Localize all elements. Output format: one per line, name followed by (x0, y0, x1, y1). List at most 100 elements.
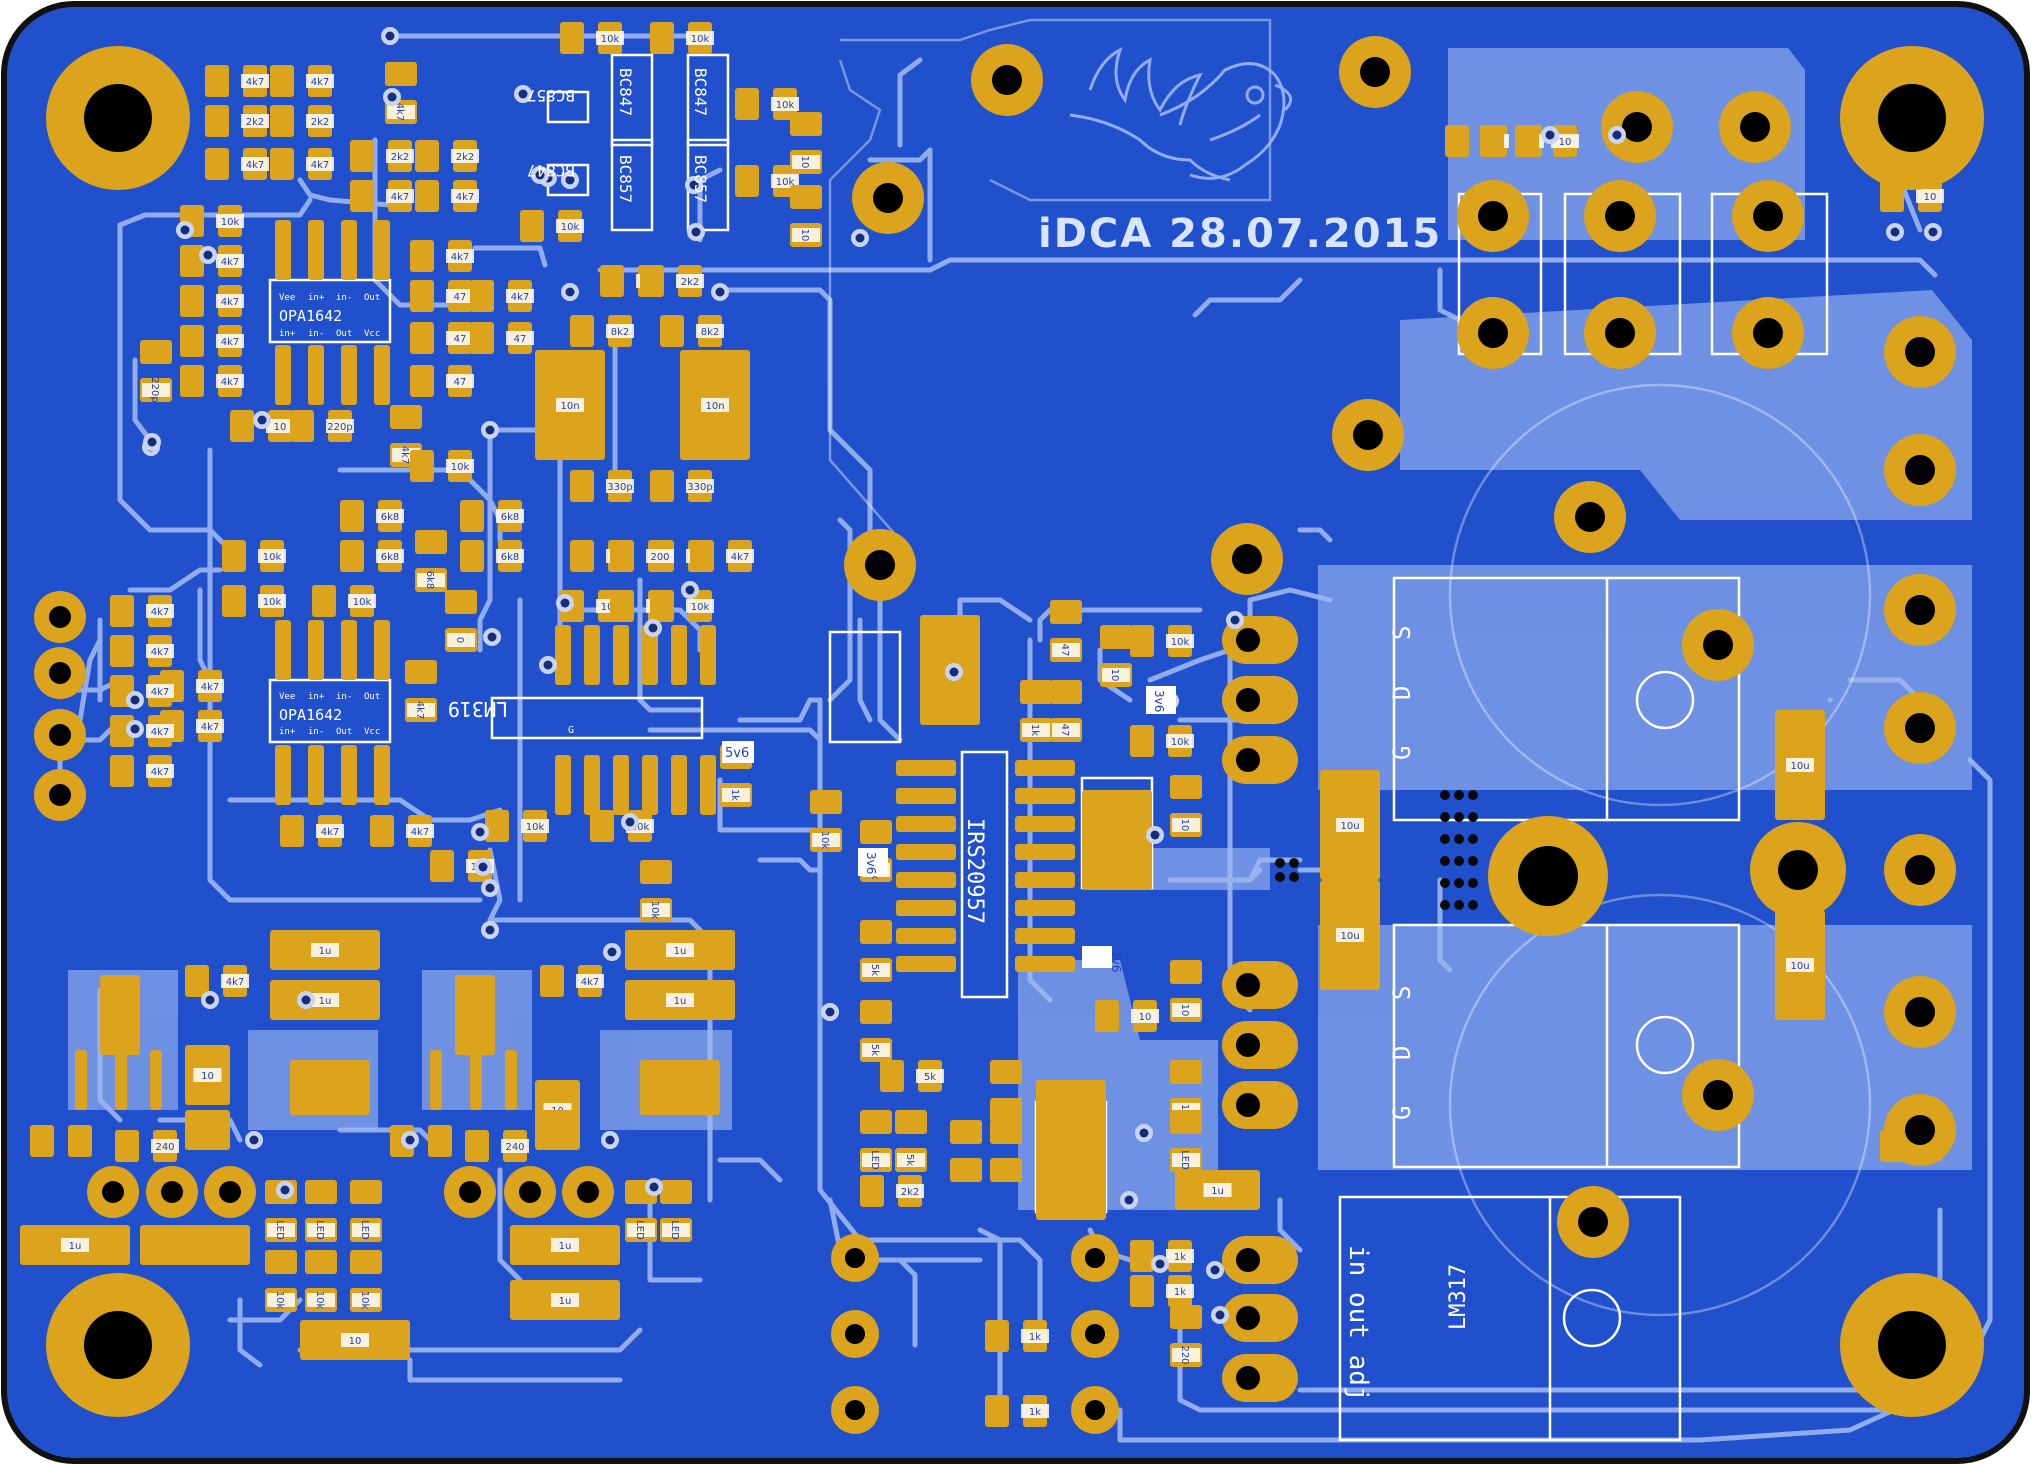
pad-body (465, 1130, 489, 1162)
pad-label-bg (258, 549, 286, 563)
special-part-labels: 5v6 3v6 3v6 3v6 (722, 686, 1176, 972)
smd-pad-157: 10k (1166, 725, 1194, 757)
opamp2-pin-inn2: in- (308, 727, 324, 737)
th-drill (577, 1181, 599, 1203)
smd-pad-45: 4k7 (216, 365, 244, 397)
pad-label-bg (216, 254, 244, 268)
smd-pad-44 (180, 365, 204, 397)
pad-label: 220p (149, 377, 160, 402)
smd-pad-295 (896, 760, 956, 776)
smd-pad-63: 47 (506, 322, 534, 354)
trace-5 (372, 137, 473, 308)
smd-pad-174 (990, 1120, 1022, 1144)
th-pad-47 (444, 1166, 496, 1218)
smd-pad-222 (350, 1180, 382, 1204)
trace-6 (472, 245, 548, 268)
pad-body (185, 1110, 230, 1150)
smd-pad-277 (308, 620, 324, 680)
pad-body (374, 220, 390, 280)
th-pad-53 (1071, 1234, 1119, 1282)
mosfet1-pin-d: D (1388, 686, 1416, 700)
pad-label: 240 (505, 1142, 524, 1153)
th-pad-17 (1884, 692, 1956, 764)
th-oval-31 (1222, 616, 1298, 664)
via-hole-14 (487, 632, 497, 642)
smd-pad-23: 10k (596, 22, 624, 54)
pad-body (374, 345, 390, 405)
pad-body (1020, 680, 1052, 704)
pad-label-bg (722, 788, 750, 802)
th-pad-6 (1601, 91, 1673, 163)
pad-label-bg (61, 1238, 89, 1252)
th-drill (1360, 57, 1390, 87)
pad-body (535, 1110, 580, 1150)
smd-pad-39: 4k7 (216, 245, 244, 277)
smd-pad-168 (895, 1110, 927, 1134)
smd-pad-175 (990, 1158, 1022, 1182)
smd-pad-259 (75, 1050, 87, 1110)
smd-pad-5: 4k7 (241, 148, 269, 180)
pad-label: 2k2 (246, 117, 265, 128)
pad-label: 4k7 (311, 160, 330, 171)
smd-pad-229: 10k (265, 1288, 297, 1312)
th-drill (84, 1311, 152, 1379)
th-pad-23 (1682, 609, 1754, 681)
pad-label-bg (307, 1293, 335, 1307)
smd-pad-268 (275, 345, 291, 405)
via-hole-23 (478, 862, 488, 872)
via-cluster-2-1 (1454, 834, 1464, 844)
smd-pad-290 (642, 755, 658, 815)
trace-72 (1437, 267, 1463, 323)
pad-label-bg (1102, 668, 1130, 682)
pad-label-bg (142, 383, 170, 397)
pad-body (110, 755, 134, 787)
th-pad-18 (1884, 834, 1956, 906)
via-hole-32 (649, 1182, 659, 1192)
via-hole-16 (648, 623, 658, 633)
smd-pad-32 (790, 185, 822, 209)
th-drill (219, 1181, 241, 1203)
smd-pad-149: 10 (1100, 663, 1132, 687)
pad-label: 10k (1171, 637, 1190, 648)
pad-label-bg (306, 74, 334, 88)
pad-label-bg (241, 74, 269, 88)
smd-pad-171: 2k2 (896, 1175, 924, 1207)
pad-label-bg (771, 174, 799, 188)
smd-pad-293 (700, 625, 716, 685)
pad-body (290, 1060, 370, 1115)
pad-body (610, 540, 634, 572)
pour-bar (1140, 848, 1270, 890)
via-cluster-5-2 (1468, 900, 1478, 910)
pad-label: 10 (1179, 1004, 1190, 1017)
via-hole-26 (607, 947, 617, 957)
pad-label: 10k (274, 1291, 285, 1310)
via-hole-10 (535, 170, 545, 180)
pad-body (205, 148, 229, 180)
pad-label-bg (151, 1139, 179, 1153)
smd-pad-148 (1100, 625, 1132, 649)
smd-pad-297 (896, 788, 956, 804)
pad-label-bg (606, 324, 634, 338)
trace-69 (1437, 877, 1453, 973)
smd-pad-242: 1u (510, 1225, 620, 1265)
pad-label-bg (1172, 1348, 1200, 1362)
smd-pad-98 (222, 540, 246, 572)
smd-pad-308 (1015, 928, 1075, 944)
smd-pad-123: 4k7 (146, 675, 174, 707)
th-pad-43 (34, 769, 86, 821)
pad-body (1015, 816, 1075, 832)
pad-body (230, 410, 254, 442)
pad-label-bg (627, 1223, 655, 1237)
pour-right-upper (1400, 290, 1972, 520)
th-drill (1605, 318, 1635, 348)
smd-pad-128 (280, 815, 304, 847)
smd-pad-263 (470, 1050, 482, 1110)
silk-capacitor-ring-upper (1448, 383, 1872, 807)
pad-label-bg (1052, 643, 1080, 657)
th-pad-20 (1884, 1094, 1956, 1166)
pad-label: 4k7 (456, 192, 475, 203)
smd-pad-176 (990, 1060, 1022, 1084)
smd-pad-253: 10u (1320, 880, 1380, 990)
zener-3v6-label-3: 3v6 (1109, 950, 1123, 972)
silk-outline-16 (686, 53, 730, 147)
